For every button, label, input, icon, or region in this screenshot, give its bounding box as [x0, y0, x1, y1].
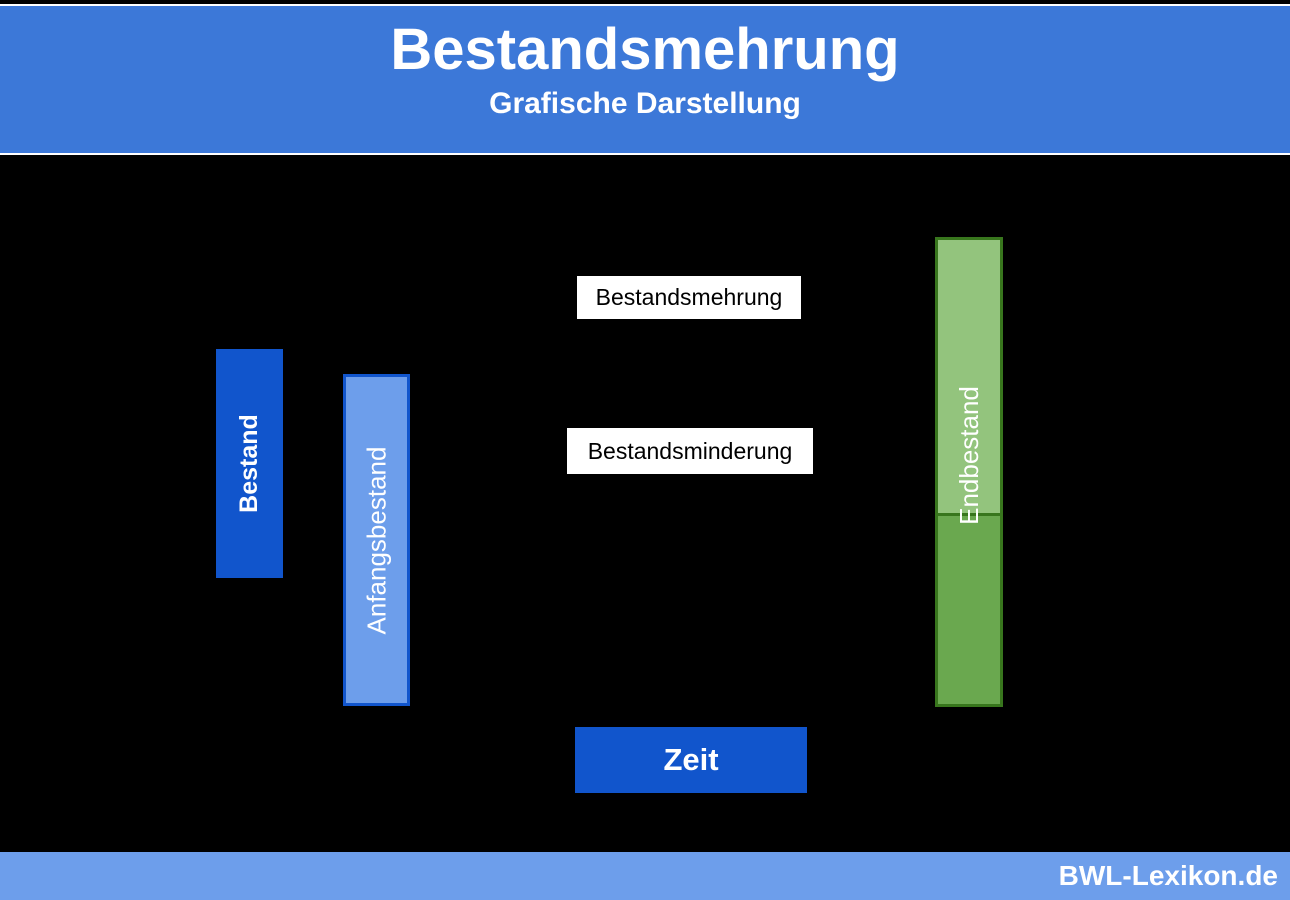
annotation-bestandsminderung: Bestandsminderung [567, 428, 813, 474]
page-subtitle: Grafische Darstellung [489, 86, 801, 120]
bar-endbestand-base-segment [938, 516, 1000, 704]
annotation-bestandsmehrung-text: Bestandsmehrung [595, 284, 783, 310]
header-banner: Bestandsmehrung Grafische Darstellung [0, 4, 1290, 155]
x-axis-label: Zeit [663, 742, 719, 777]
x-axis-label-box: Zeit [575, 727, 807, 793]
bar-anfangsbestand-label: Anfangsbestand [361, 446, 391, 634]
bar-endbestand-increase-segment [938, 240, 1000, 516]
annotation-bestandsmehrung: Bestandsmehrung [577, 276, 801, 319]
footer-bar: BWL-Lexikon.de [0, 852, 1290, 900]
y-axis-label-bar: Bestand [216, 349, 283, 578]
bar-endbestand: Endbestand [935, 237, 1003, 707]
bar-anfangsbestand-label-wrap: Anfangsbestand [346, 377, 407, 703]
page-title: Bestandsmehrung [390, 17, 900, 82]
footer-website-text: BWL-Lexikon.de [1058, 860, 1278, 891]
bar-anfangsbestand: Anfangsbestand [343, 374, 410, 706]
y-axis-label-wrap: Bestand [216, 349, 283, 578]
annotation-bestandsminderung-text: Bestandsminderung [587, 437, 793, 464]
y-axis-label: Bestand [235, 414, 264, 513]
